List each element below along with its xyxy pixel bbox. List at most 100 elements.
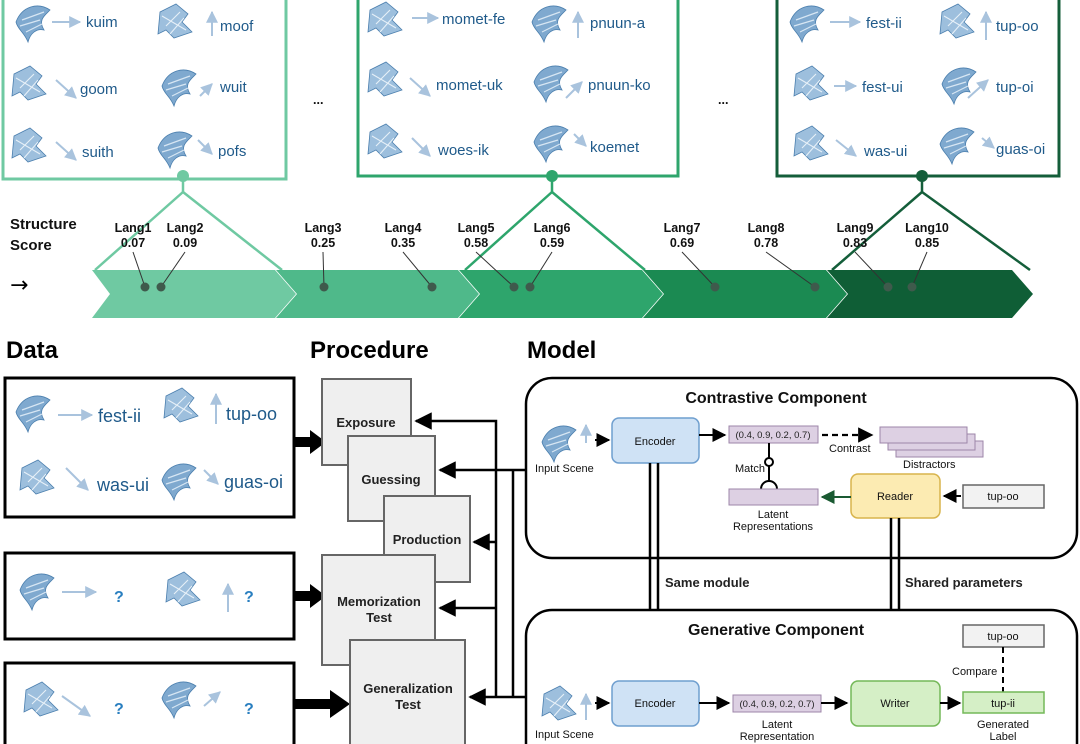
data-box-memorization: ? ? [3, 551, 296, 641]
word-label: fest-ui [862, 79, 903, 96]
word-label: goom [80, 81, 118, 98]
right-arrow-icon: → [10, 273, 28, 298]
unknown-label: ? [244, 701, 254, 718]
language-point [156, 282, 166, 292]
language-point [883, 282, 893, 292]
language-name: Lang3 [305, 221, 342, 235]
structure-score-label: Score [10, 237, 52, 254]
encoder-label: Encoder [635, 698, 676, 710]
language-leader-line [681, 251, 716, 288]
word-label: suith [82, 144, 114, 161]
example-panel-3: fest-ii tup-oo fest-ui tup-oi was-ui gua… [775, 0, 1061, 178]
language-score: 0.69 [670, 236, 694, 250]
word-label: was-ui [863, 143, 907, 160]
procedure-generalization-label: Test [395, 697, 421, 712]
timeline-segment [459, 270, 663, 318]
timeline-segment [643, 270, 847, 318]
match-label: Match [735, 463, 765, 475]
latent-representations-label: Latent [758, 509, 789, 521]
procedure-cards: Exposure Guessing Production Memorizatio… [321, 378, 471, 744]
input-scene-label: Input Scene [535, 729, 594, 741]
language-name: Lang10 [905, 221, 949, 235]
word-label: tup-oo [226, 404, 277, 424]
language-points: Lang10.07Lang20.09Lang30.25Lang40.35Lang… [115, 221, 949, 292]
word-label: tup-oi [996, 79, 1034, 96]
latent-representation-label: Representation [740, 731, 815, 743]
section-title-model: Model [527, 337, 596, 364]
word-label: fest-ii [866, 15, 902, 32]
word-label: pnuun-ko [588, 77, 651, 94]
procedure-production-label: Production [393, 532, 462, 547]
language-score: 0.09 [173, 236, 197, 250]
data-box-generalization: ? ? [3, 661, 296, 744]
data-to-procedure-arrows [294, 430, 350, 718]
generated-label-caption: Generated [977, 719, 1029, 731]
language-point [319, 282, 329, 292]
language-leader-line [911, 251, 928, 288]
timeline-segment [92, 270, 296, 318]
contrastive-title: Contrastive Component [685, 390, 867, 407]
word-label: momet-uk [436, 77, 503, 94]
ellipsis: ... [313, 93, 323, 107]
procedure-generalization-label: Generalization [363, 681, 453, 696]
word-label: woes-ik [437, 142, 489, 159]
generated-label-value: tup-ii [991, 698, 1015, 710]
encoder-label: Encoder [635, 436, 676, 448]
word-label: guas-oi [224, 472, 283, 492]
ellipsis: ... [718, 93, 728, 107]
data-box-exposure: fest-ii tup-oo was-ui guas-oi [3, 376, 296, 519]
encoder-box [611, 417, 700, 464]
section-title-procedure: Procedure [310, 337, 429, 364]
language-name: Lang2 [167, 221, 204, 235]
language-point [810, 282, 820, 292]
language-score: 0.25 [311, 236, 335, 250]
contrastive-component: Contrastive Component Input Scene Encode… [524, 376, 1079, 560]
distractors-label: Distractors [903, 459, 956, 471]
language-name: Lang8 [748, 221, 785, 235]
structure-timeline [92, 270, 1033, 318]
language-point [140, 282, 150, 292]
unknown-label: ? [244, 589, 254, 606]
latent-representations-label: Representations [733, 521, 814, 533]
word-label: kuim [86, 14, 118, 31]
example-panel-1: kuim moof goom wuit suith pofs [1, 0, 288, 181]
same-module-label: Same module [665, 575, 750, 590]
word-label: tup-oo [996, 18, 1039, 35]
language-name: Lang1 [115, 221, 152, 235]
panel-connectors [94, 170, 1031, 272]
latent-vector-label: (0.4, 0.9, 0.2, 0.7) [740, 699, 815, 710]
language-leader-line [765, 251, 816, 288]
reader-label: Reader [877, 491, 913, 503]
unknown-label: ? [114, 701, 124, 718]
word-label: momet-fe [442, 11, 505, 28]
generative-title: Generative Component [688, 622, 865, 639]
procedure-generalization [349, 639, 466, 744]
timeline-segment [276, 270, 479, 318]
language-leader-line [402, 251, 433, 288]
shared-links: Same module Shared parameters [648, 463, 1048, 681]
compare-label: Compare [952, 666, 997, 678]
language-leader-line [132, 251, 146, 288]
word-label: moof [220, 18, 254, 35]
reader-input-box [962, 484, 1045, 509]
reader-input-label: tup-oo [987, 491, 1018, 503]
latent-vector-label: (0.4, 0.9, 0.2, 0.7) [736, 430, 811, 441]
language-score: 0.78 [754, 236, 778, 250]
word-label: fest-ii [98, 406, 141, 426]
procedure-memorization-label: Test [366, 610, 392, 625]
word-label: wuit [219, 79, 248, 96]
language-name: Lang6 [534, 221, 571, 235]
structure-score-label: Structure [10, 216, 77, 233]
language-point [509, 282, 519, 292]
generated-label-caption: Label [990, 731, 1017, 743]
language-name: Lang4 [385, 221, 422, 235]
language-score: 0.07 [121, 236, 145, 250]
procedure-exposure-label: Exposure [336, 415, 395, 430]
example-panel-2: momet-fe pnuun-a momet-uk pnuun-ko woes-… [356, 0, 680, 178]
language-name: Lang7 [664, 221, 701, 235]
latent-vector [728, 425, 819, 444]
contrast-label: Contrast [829, 443, 871, 455]
model-to-procedure-arrows [414, 412, 525, 706]
word-label: pnuun-a [590, 15, 646, 32]
